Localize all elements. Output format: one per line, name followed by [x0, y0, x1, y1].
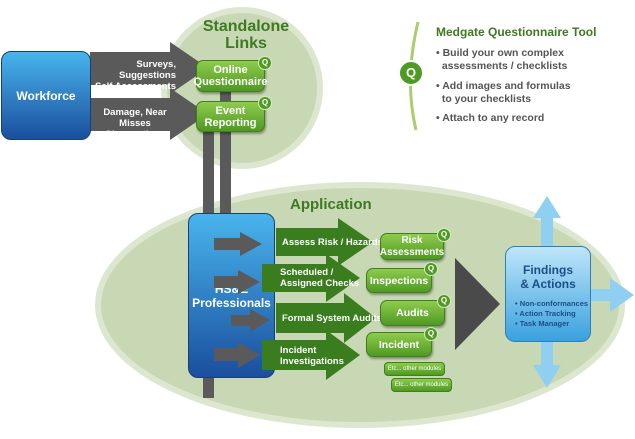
label-assess-risk: Assess Risk / Hazards — [282, 237, 383, 248]
module-audits[interactable]: Audits — [380, 300, 445, 326]
findings-down-arrow — [533, 365, 561, 388]
questionnaire-q-icon: Q — [398, 60, 424, 86]
arrow-incident-investigations — [262, 330, 360, 380]
tool-bullet-1: • Build your own complex assessments / c… — [436, 47, 568, 72]
findings-right-arrow — [610, 278, 634, 312]
pipe-right — [220, 92, 231, 252]
workforce-label: Workforce — [16, 88, 76, 103]
module-other-1[interactable]: Etc... other modules — [384, 362, 445, 376]
application-title: Application — [290, 196, 372, 213]
tool-bullet-3: • Attach to any record — [436, 112, 545, 124]
q-badge-icon: Q — [424, 262, 438, 276]
findings-title: Findings& Actions — [520, 263, 576, 291]
q-badge-icon: Q — [258, 96, 272, 110]
tool-bullet-2: • Add images and formulas to your checkl… — [436, 80, 571, 105]
q-badge-icon: Q — [424, 327, 438, 341]
module-inspections[interactable]: Inspections — [366, 268, 432, 293]
module-other-2[interactable]: Etc... other modules — [391, 378, 452, 392]
workforce-arrow-damage — [90, 88, 208, 140]
label-scheduled-checks: Scheduled /Assigned Checks — [280, 267, 360, 289]
workforce-box: Workforce — [1, 51, 91, 140]
findings-actions-box: Findings& Actions • Non-conformances• Ac… — [505, 246, 591, 342]
tool-title: Medgate Questionnaire Tool — [436, 25, 597, 39]
arrow-system-audits — [276, 293, 376, 343]
workforce-arrow-surveys — [90, 42, 208, 94]
findings-up-arrow — [533, 196, 561, 218]
findings-bullets: • Non-conformances• Action Tracking• Tas… — [515, 299, 589, 328]
arrow-scheduled-checks — [262, 254, 360, 302]
q-badge-icon: Q — [437, 294, 451, 308]
q-badge-icon: Q — [437, 228, 451, 242]
label-system-audits: Formal System Audits — [282, 313, 382, 324]
arrow-assess-risk — [276, 218, 373, 266]
module-incident[interactable]: Incident — [366, 332, 432, 357]
findings-arrow — [455, 258, 500, 350]
q-badge-icon: Q — [258, 56, 272, 70]
